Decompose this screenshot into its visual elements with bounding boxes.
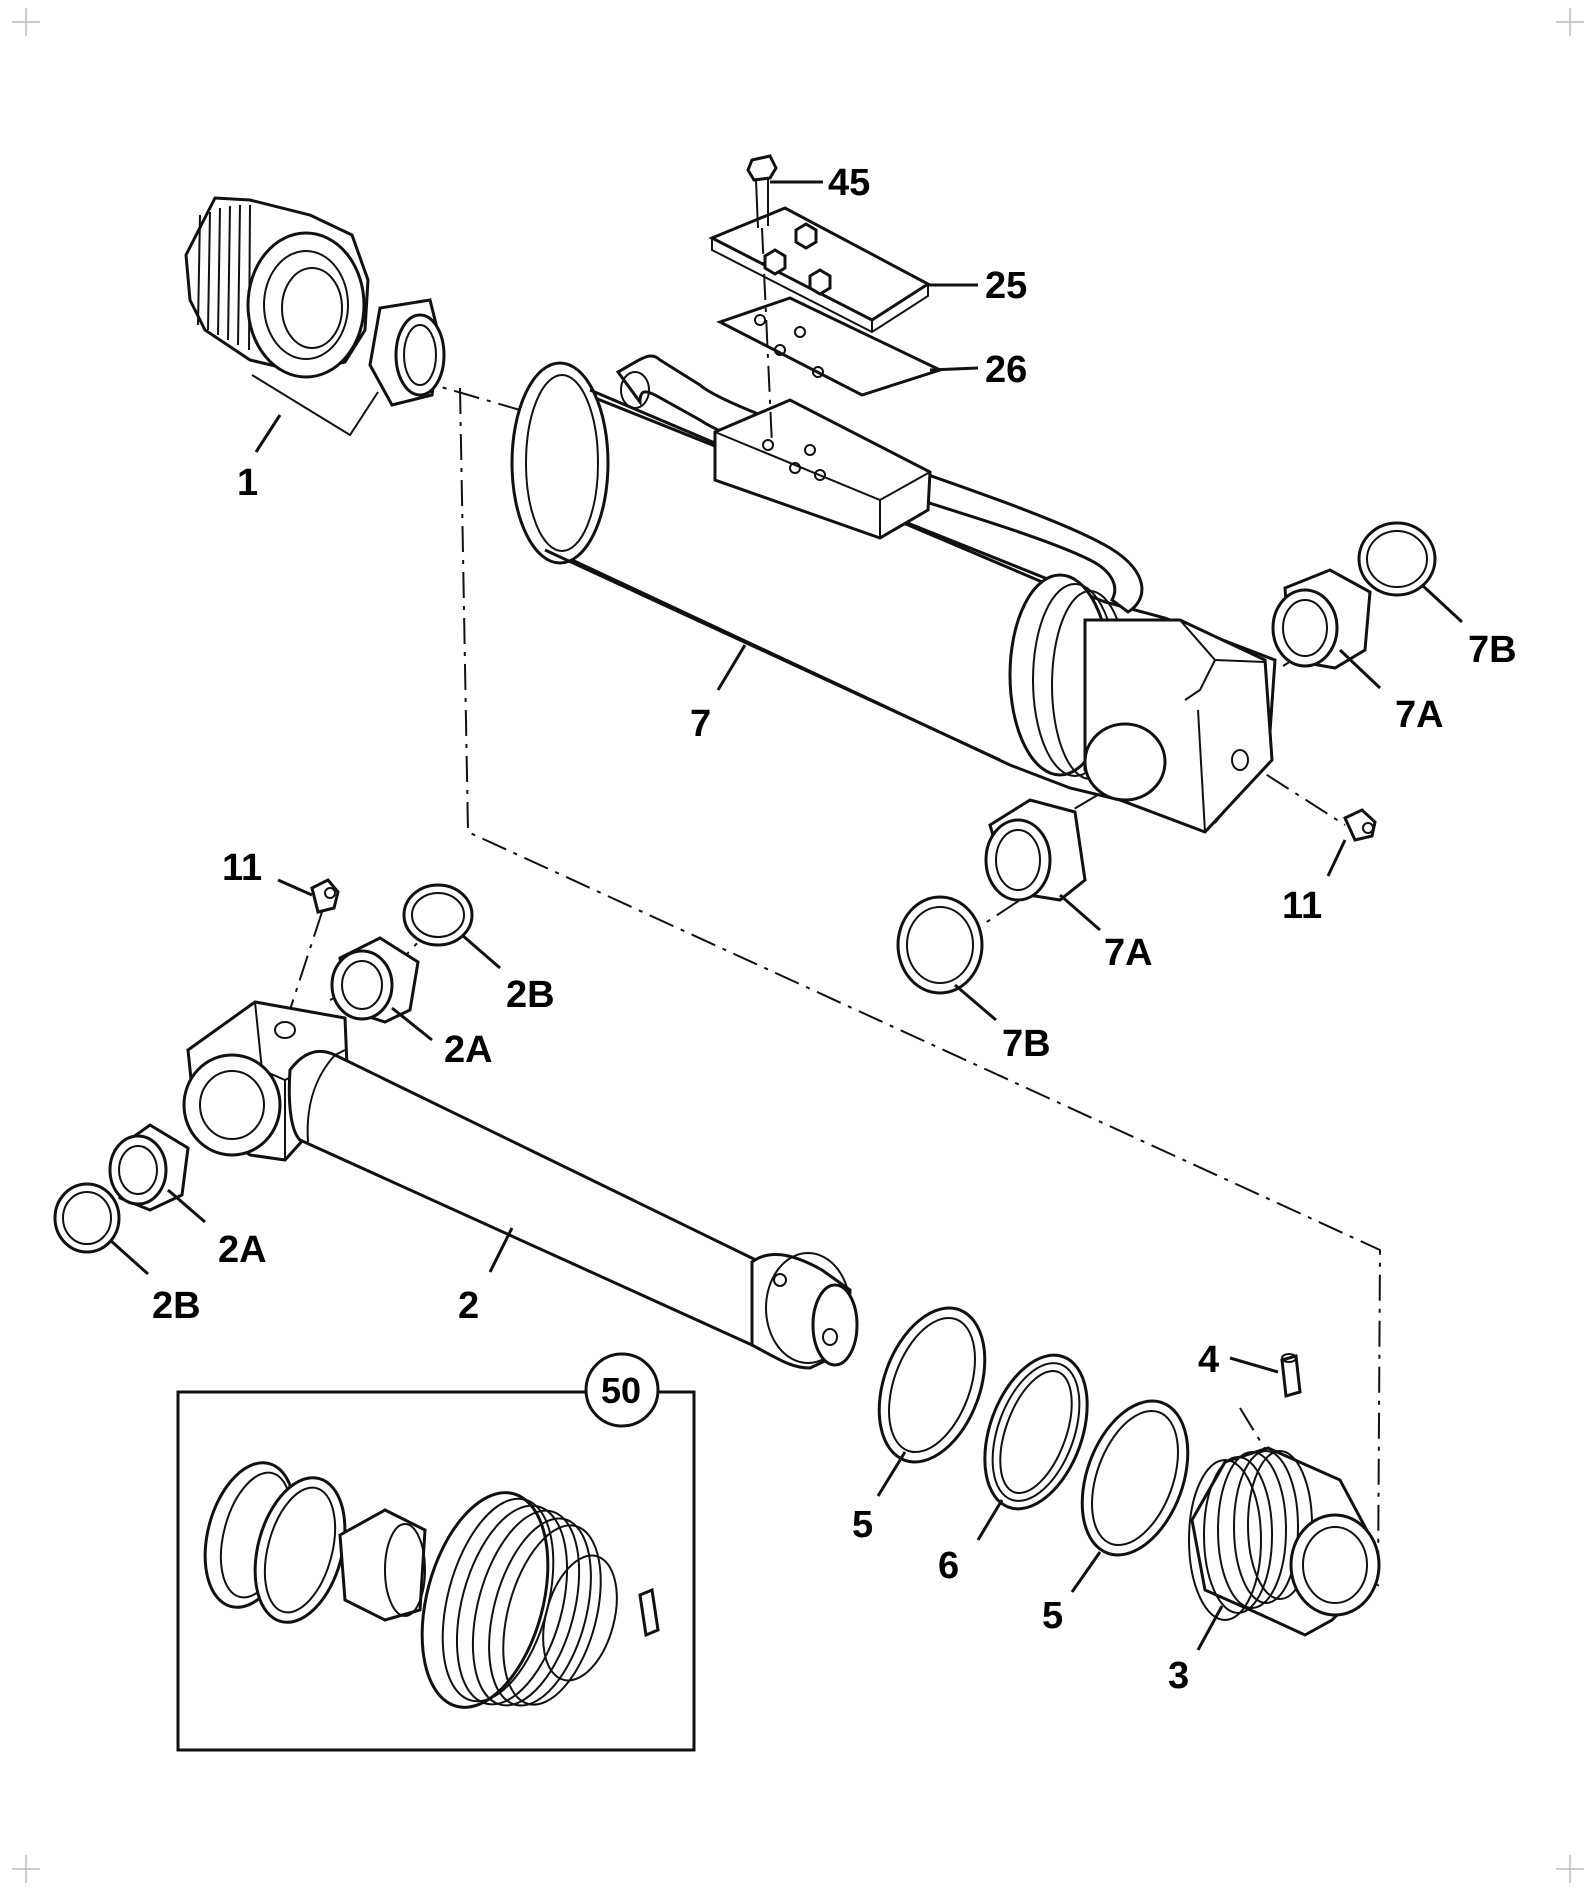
callout-11-left: 11 [222, 847, 262, 889]
callout-26: 26 [985, 349, 1027, 391]
crop-marks [12, 8, 1584, 1883]
part-7a-bushing-lower [984, 798, 1087, 902]
part-2b-seal-upper [402, 883, 474, 947]
callout-7b-upper: 7B [1468, 629, 1517, 671]
callout-25: 25 [985, 265, 1027, 307]
part-4-pin [1280, 1353, 1302, 1398]
part-11-fitting-left [284, 878, 340, 1026]
callout-2b-upper: 2B [506, 974, 555, 1016]
callout-7a-upper: 7A [1395, 694, 1444, 736]
callout-7: 7 [690, 703, 711, 745]
leader-lines [108, 180, 1464, 1651]
part-11-fitting-right [1343, 808, 1377, 842]
callout-2a-lower: 2A [218, 1229, 267, 1271]
part-5-ring-right [1080, 1399, 1190, 1557]
part-2-rod [182, 1000, 859, 1370]
callout-5-left: 5 [852, 1504, 873, 1546]
part-2a-bushing-lower [108, 1123, 190, 1212]
callout-7b-lower: 7B [1002, 1023, 1051, 1065]
part-2b-seal-lower [53, 1182, 121, 1254]
callout-5-right: 5 [1042, 1595, 1063, 1637]
callout-45: 45 [828, 162, 870, 204]
callout-11-right: 11 [1282, 885, 1322, 927]
part-7b-seal-upper [1357, 521, 1437, 597]
part-5-ring-left [877, 1306, 987, 1464]
part-7a-bushing-upper [1271, 568, 1372, 670]
callout-3: 3 [1168, 1655, 1189, 1697]
callout-2b-lower: 2B [152, 1285, 201, 1327]
part-6-ring [983, 1353, 1089, 1511]
callout-labels: 45 25 26 1 7 7B 7A 11 7A 7B 11 2B 2A 2A … [152, 162, 1517, 1697]
part-7-barrel [510, 354, 1277, 834]
callout-1: 1 [237, 462, 258, 504]
part-26-gasket [716, 296, 945, 397]
callout-2a-upper: 2A [444, 1029, 493, 1071]
part-1-gland [184, 196, 446, 437]
callout-6: 6 [938, 1545, 959, 1587]
callout-4: 4 [1198, 1339, 1219, 1381]
part-7b-seal-lower [896, 895, 984, 995]
part-3-piston [1188, 1446, 1381, 1637]
kit-50-box [176, 1352, 696, 1752]
part-45-bolt [746, 154, 778, 446]
callout-50: 50 [601, 1370, 641, 1411]
callout-7a-lower: 7A [1104, 932, 1153, 974]
part-2a-bushing-upper [330, 936, 420, 1024]
callout-2: 2 [458, 1285, 479, 1327]
